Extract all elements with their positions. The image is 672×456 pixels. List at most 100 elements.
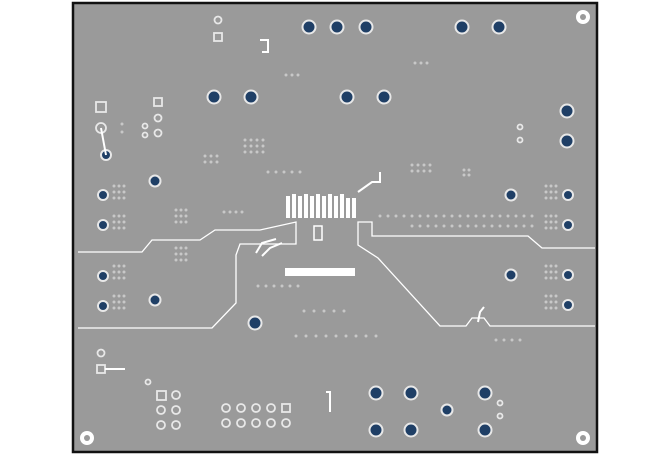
via bbox=[261, 144, 265, 148]
via bbox=[549, 264, 553, 268]
via bbox=[466, 214, 470, 218]
via bbox=[544, 270, 548, 274]
via bbox=[554, 184, 558, 188]
via bbox=[234, 210, 238, 214]
via bbox=[312, 309, 316, 313]
pad bbox=[97, 300, 109, 312]
via bbox=[413, 61, 417, 65]
via bbox=[554, 276, 558, 280]
via bbox=[264, 284, 268, 288]
pad bbox=[440, 403, 454, 417]
via bbox=[112, 306, 116, 310]
via bbox=[544, 300, 548, 304]
pad bbox=[251, 418, 261, 428]
pad bbox=[156, 420, 166, 430]
via bbox=[425, 61, 429, 65]
via bbox=[544, 190, 548, 194]
via bbox=[549, 300, 553, 304]
via-field bbox=[112, 61, 558, 342]
via bbox=[498, 224, 502, 228]
via bbox=[544, 220, 548, 224]
pad bbox=[221, 403, 231, 413]
via bbox=[442, 224, 446, 228]
via bbox=[549, 220, 553, 224]
via bbox=[554, 270, 558, 274]
via bbox=[549, 190, 553, 194]
via bbox=[122, 184, 126, 188]
via bbox=[222, 210, 226, 214]
via bbox=[474, 224, 478, 228]
via bbox=[184, 258, 188, 262]
pad bbox=[243, 89, 259, 105]
pad bbox=[376, 89, 392, 105]
pad bbox=[266, 418, 276, 428]
pour-clearance-lines bbox=[78, 221, 595, 329]
pad bbox=[97, 270, 109, 282]
via bbox=[434, 214, 438, 218]
via bbox=[544, 184, 548, 188]
via bbox=[122, 226, 126, 230]
via bbox=[544, 306, 548, 310]
via bbox=[184, 214, 188, 218]
pad bbox=[477, 385, 493, 401]
via bbox=[410, 163, 414, 167]
via bbox=[544, 294, 548, 298]
via bbox=[510, 338, 514, 342]
via bbox=[514, 214, 518, 218]
via bbox=[364, 334, 368, 338]
via bbox=[474, 214, 478, 218]
via bbox=[494, 338, 498, 342]
via bbox=[554, 294, 558, 298]
via bbox=[554, 220, 558, 224]
pad bbox=[156, 405, 166, 415]
via bbox=[322, 309, 326, 313]
via bbox=[272, 284, 276, 288]
via bbox=[243, 138, 247, 142]
via bbox=[209, 160, 213, 164]
via bbox=[394, 214, 398, 218]
via bbox=[112, 270, 116, 274]
via bbox=[284, 73, 288, 77]
pad bbox=[559, 133, 575, 149]
pad bbox=[236, 418, 246, 428]
via bbox=[402, 214, 406, 218]
mounting-hole bbox=[576, 431, 590, 445]
pad bbox=[559, 103, 575, 119]
via bbox=[203, 160, 207, 164]
ic-center-pad bbox=[313, 225, 323, 241]
via bbox=[179, 208, 183, 212]
via bbox=[261, 138, 265, 142]
via bbox=[255, 144, 259, 148]
pad bbox=[266, 403, 276, 413]
via bbox=[530, 214, 534, 218]
via bbox=[549, 294, 553, 298]
pad bbox=[496, 412, 504, 420]
via bbox=[554, 196, 558, 200]
via bbox=[243, 144, 247, 148]
ic-pins-bottom bbox=[285, 268, 355, 276]
via bbox=[249, 144, 253, 148]
via bbox=[554, 300, 558, 304]
pad bbox=[281, 403, 291, 413]
via bbox=[422, 169, 426, 173]
via bbox=[332, 309, 336, 313]
via bbox=[122, 214, 126, 218]
via bbox=[261, 150, 265, 154]
via bbox=[530, 224, 534, 228]
pad bbox=[141, 131, 149, 139]
connector-pads bbox=[95, 15, 524, 430]
via bbox=[458, 224, 462, 228]
pad bbox=[144, 378, 152, 386]
via bbox=[549, 276, 553, 280]
via bbox=[280, 284, 284, 288]
via bbox=[378, 214, 382, 218]
pad bbox=[96, 364, 106, 374]
via bbox=[467, 173, 471, 177]
via bbox=[112, 300, 116, 304]
via bbox=[514, 224, 518, 228]
via bbox=[266, 170, 270, 174]
via bbox=[549, 196, 553, 200]
via bbox=[544, 226, 548, 230]
via bbox=[112, 276, 116, 280]
via bbox=[112, 190, 116, 194]
